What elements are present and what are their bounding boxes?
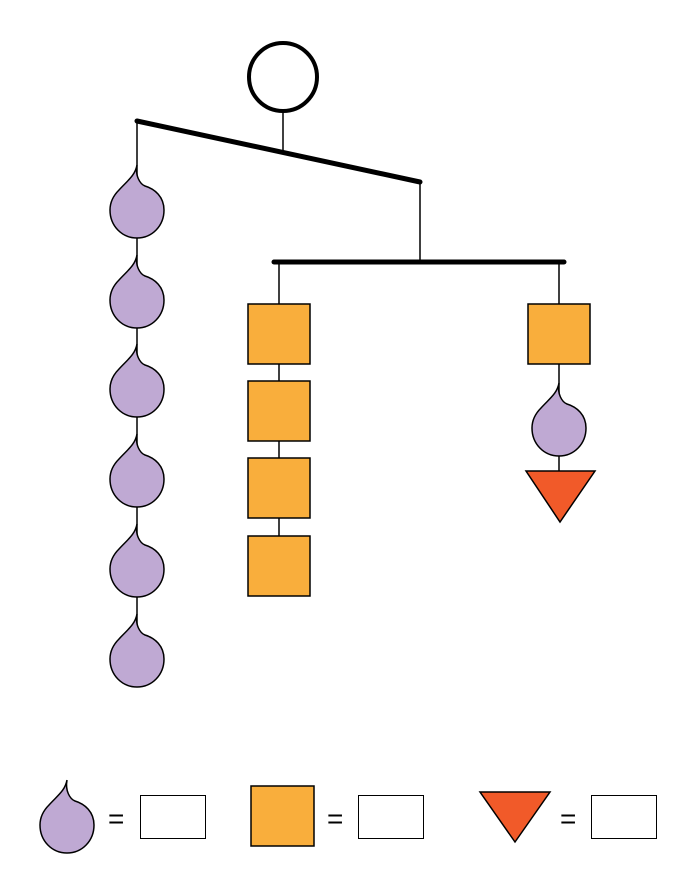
legend-shapes — [39, 779, 552, 854]
square-shape — [247, 303, 311, 365]
drop-shape — [109, 343, 165, 418]
square-shape — [247, 535, 311, 597]
drop-shape — [109, 164, 165, 239]
right-column — [524, 303, 597, 524]
drop-shape — [109, 254, 165, 329]
legend-square-icon — [250, 785, 315, 847]
middle-squares — [247, 303, 311, 597]
legend-equals-square: = — [327, 803, 344, 834]
drop-shape — [109, 613, 165, 688]
square-shape — [527, 303, 591, 365]
legend-equals-triangle: = — [560, 803, 577, 834]
legend-triangle-icon — [478, 791, 552, 844]
top-ring — [247, 41, 319, 113]
main-bar — [134, 118, 423, 185]
answer-box-square[interactable] — [358, 795, 424, 839]
legend-equals-drop: = — [108, 803, 125, 834]
drop-shape — [109, 523, 165, 598]
drop-shape — [109, 433, 165, 508]
answer-box-triangle[interactable] — [591, 795, 657, 839]
legend-drop-icon — [39, 779, 95, 854]
drop-shape — [531, 382, 587, 457]
square-shape — [247, 457, 311, 519]
triangle-shape — [524, 470, 597, 524]
answer-box-drop[interactable] — [140, 795, 206, 839]
square-shape — [247, 380, 311, 442]
